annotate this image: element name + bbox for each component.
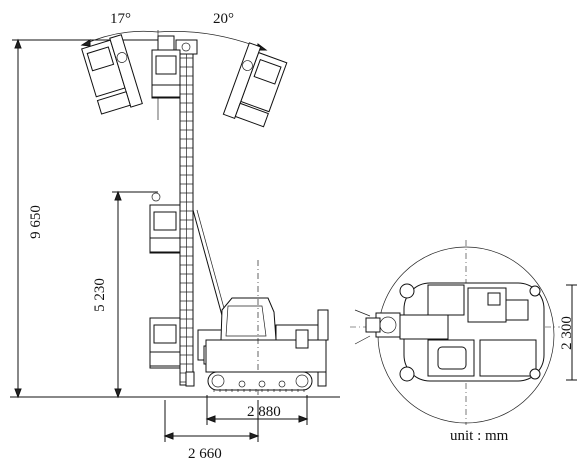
total-height-label: 9 650 [28, 205, 44, 239]
crawler-track [185, 371, 327, 392]
angle-right-label: 20° [213, 11, 234, 27]
mid-height-dimension: 5 230 [92, 190, 158, 399]
track-length-dimension: 2 880 [205, 395, 309, 425]
angle-left-label: 17° [110, 11, 131, 27]
width-label: 2 300 [559, 316, 575, 350]
drill-head-middle [149, 192, 181, 254]
tilted-head-left [81, 34, 143, 115]
upper-body [205, 260, 329, 395]
mid-height-label: 5 230 [92, 278, 108, 312]
width-dimension: 2 300 [559, 284, 577, 381]
drill-head-bottom [149, 317, 181, 369]
front-reach-label: 2 660 [188, 446, 222, 462]
top-view [350, 240, 560, 425]
drill-head-top [151, 35, 181, 99]
total-height-dimension: 9 650 [12, 38, 158, 399]
unit-note: unit : mm [450, 428, 509, 444]
tilted-head-right [222, 42, 288, 128]
track-length-label: 2 880 [247, 404, 281, 420]
front-reach-dimension: 2 660 [163, 400, 260, 462]
